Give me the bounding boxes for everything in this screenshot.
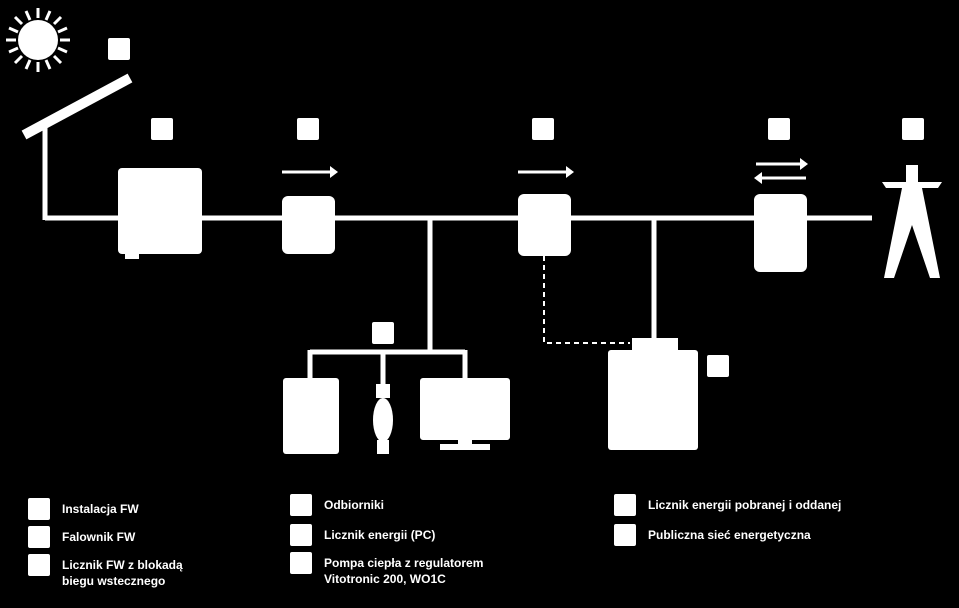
legend-label: Pompa ciepła z regulatorem Vitotronic 20… xyxy=(324,556,484,586)
legend-marker xyxy=(614,494,636,516)
legend-label: Publiczna sieć energetyczna xyxy=(648,528,811,542)
appliance-icon xyxy=(283,378,339,454)
light-bulb-icon xyxy=(373,384,393,454)
legend-marker xyxy=(290,494,312,516)
energy-meter-icon xyxy=(282,166,338,254)
legend-item-bidirectional-meter: Licznik energii pobranej i oddanej xyxy=(614,494,841,516)
legend-label: Licznik FW z blokadą biegu wstecznego xyxy=(62,558,183,588)
legend-label: Falownik FW xyxy=(62,530,136,544)
legend-marker xyxy=(614,524,636,546)
solar-panel-icon xyxy=(21,73,133,220)
legend-marker xyxy=(290,552,312,574)
monitor-icon xyxy=(420,378,510,450)
legend-marker xyxy=(28,526,50,548)
legend-label: Licznik energii pobranej i oddanej xyxy=(648,498,842,512)
legend-label: Odbiorniki xyxy=(324,498,384,512)
legend-item-public-grid: Publiczna sieć energetyczna xyxy=(614,524,811,546)
power-pylon-icon xyxy=(882,165,942,278)
legend-item-pv-meter: Licznik FW z blokadą biegu wstecznego xyxy=(28,554,183,589)
marker-heat-pump xyxy=(707,355,729,377)
legend-item-pv-installation: Instalacja FW xyxy=(28,498,139,520)
legend-marker xyxy=(290,524,312,546)
legend-item-appliances: Odbiorniki xyxy=(290,494,384,516)
legend-item-heat-pump: Pompa ciepła z regulatorem Vitotronic 20… xyxy=(290,552,483,587)
legend-item-pv-inverter: Falownik FW xyxy=(28,526,135,548)
energy-meter-icon xyxy=(518,166,574,256)
heat-pump-icon xyxy=(608,338,698,450)
legend-marker xyxy=(28,554,50,576)
bidirectional-meter-icon xyxy=(754,158,808,272)
legend-label: Instalacja FW xyxy=(62,502,139,516)
marker-inverter xyxy=(151,118,173,140)
marker-pv xyxy=(108,38,130,60)
marker-hp-meter xyxy=(532,118,554,140)
inverter-icon xyxy=(118,168,202,259)
legend-marker xyxy=(28,498,50,520)
marker-bidirectional-meter xyxy=(768,118,790,140)
control-signal-line xyxy=(543,256,630,344)
marker-grid xyxy=(902,118,924,140)
marker-appliances xyxy=(372,322,394,344)
legend-label: Licznik energii (PC) xyxy=(324,528,436,542)
sun-icon xyxy=(6,8,70,72)
marker-pv-meter xyxy=(297,118,319,140)
legend-item-hp-meter: Licznik energii (PC) xyxy=(290,524,435,546)
